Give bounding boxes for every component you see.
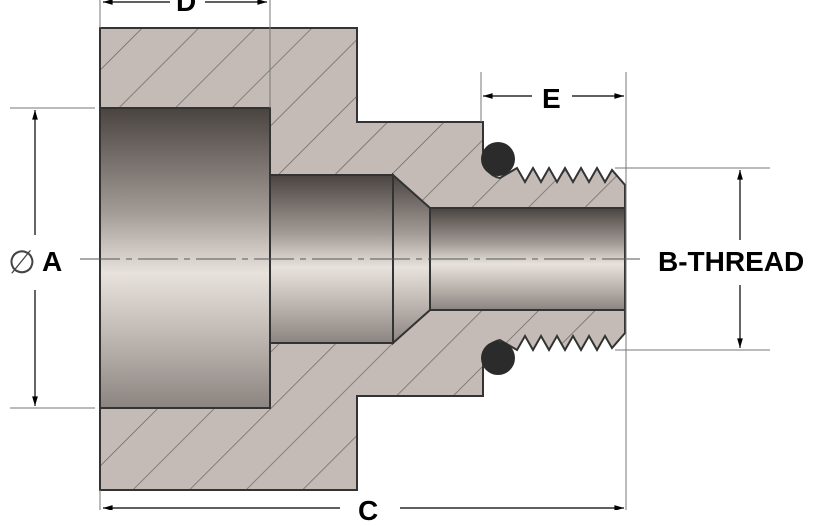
large-bore: [99, 107, 271, 409]
dim-b-thread-label: B-THREAD: [658, 246, 805, 277]
oring-bottom: [481, 341, 515, 375]
diameter-symbol: ∅: [8, 244, 36, 280]
dim-c-label: C: [358, 495, 379, 526]
dim-d-label: D: [176, 0, 197, 17]
dimension-lines: [32, 0, 743, 510]
extension-lines: [10, 0, 770, 510]
oring-top: [481, 142, 515, 176]
fitting-section-drawing: [10, 0, 770, 510]
dim-a-label: A: [42, 246, 63, 277]
dim-e-label: E: [542, 83, 561, 114]
